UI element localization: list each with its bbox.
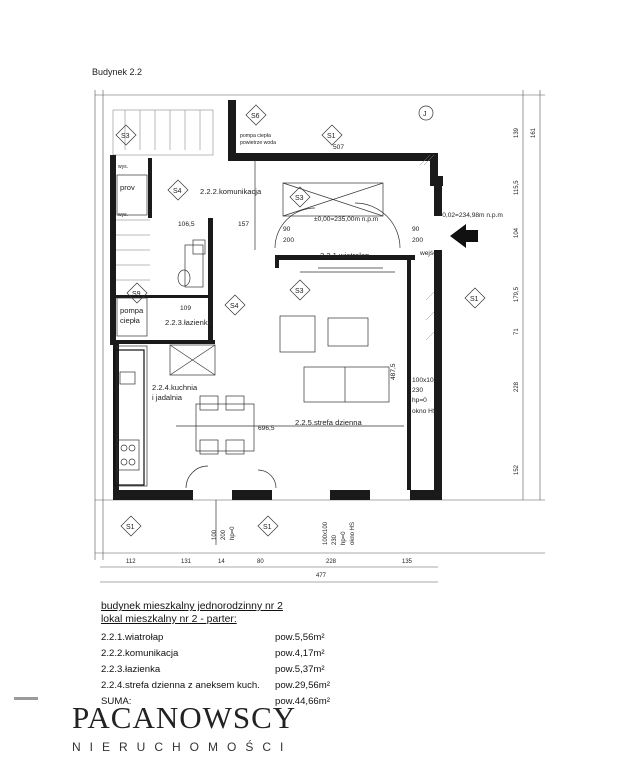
okno1-3: hp=0 bbox=[412, 397, 427, 404]
logo-subtitle: NIERUCHOMOŚCI bbox=[72, 740, 293, 754]
door-w2: 90 bbox=[412, 226, 420, 233]
legend-row-area: pow.29,56m² bbox=[275, 680, 330, 691]
bw-w2: 230 bbox=[332, 534, 338, 545]
legend-row-area: pow.44,66m² bbox=[275, 696, 330, 707]
bw-d2: 200 bbox=[221, 529, 227, 540]
legend-row-name: 2.2.4.strefa dzienna z aneksem kuch. bbox=[101, 680, 260, 691]
dim-4875: 487,5 bbox=[390, 363, 397, 380]
legend-header-2: lokal mieszkalny nr 2 - parter: bbox=[101, 614, 237, 625]
legend-row: 2.2.1.wiatrołap pow.5,56m² bbox=[101, 630, 401, 646]
room-label-ciepla: ciepła bbox=[120, 316, 141, 325]
room-label-pompa: pompa bbox=[120, 306, 144, 315]
walls bbox=[110, 100, 443, 500]
legend-row: SUMA: pow.44,66m² bbox=[101, 694, 401, 710]
rdim-228: 228 bbox=[514, 381, 520, 392]
logo-building-icon bbox=[14, 697, 38, 700]
dim-1065: 106,5 bbox=[178, 221, 195, 228]
bw-w1: 100x100 bbox=[323, 521, 329, 545]
legend-header-1: budynek mieszkalny jednorodzinny nr 2 bbox=[101, 601, 283, 612]
bdim-80: 80 bbox=[257, 559, 264, 565]
level-main: ±0,00=235,00m n.p.m bbox=[314, 216, 379, 223]
symbol-s3-b: S3 bbox=[295, 195, 304, 202]
legend-row-area: pow.5,56m² bbox=[275, 632, 325, 643]
symbol-s1-a: S1 bbox=[327, 133, 336, 140]
bottom-window-labels: 100 200 hp=0 100x100 230 hp=0 okno HS bbox=[212, 521, 356, 545]
room-label-prov: prov bbox=[120, 183, 135, 192]
rdim-71: 71 bbox=[514, 328, 520, 335]
door-w1: 90 bbox=[283, 226, 291, 233]
dim-6965: 696,5 bbox=[258, 425, 275, 432]
dim-109: 109 bbox=[180, 305, 191, 312]
bdim-477: 477 bbox=[316, 573, 327, 579]
okno1-1: 100x100 bbox=[412, 377, 438, 384]
symbol-s1-d: S1 bbox=[263, 524, 272, 531]
annotations: pompa ciepła powietrze woda ±0,00=235,00… bbox=[118, 133, 503, 432]
level-entry: -0,02=234,98m n.p.m bbox=[440, 212, 503, 219]
bw-d1: 100 bbox=[212, 529, 218, 540]
symbol-s9: S9 bbox=[132, 291, 141, 298]
symbol-s1-c: S1 bbox=[126, 524, 135, 531]
okno1-4: okno HS bbox=[412, 408, 438, 415]
room-label-kuchnia: 2.2.4.kuchnia bbox=[152, 383, 198, 392]
room-label-jadalnia: i jadalnia bbox=[152, 393, 183, 402]
bw-d3: hp=0 bbox=[230, 526, 236, 540]
symbol-s4-a: S4 bbox=[173, 188, 182, 195]
area-legend: budynek mieszkalny jednorodzinny nr 2 lo… bbox=[101, 600, 401, 710]
stair-area bbox=[112, 109, 214, 281]
bottom-dim-lines bbox=[100, 566, 438, 583]
legend-row-name: 2.2.2.komunikacja bbox=[101, 648, 179, 659]
bw-w4: okno HS bbox=[350, 522, 356, 545]
rdim-104: 104 bbox=[514, 227, 520, 238]
bdim-14: 14 bbox=[218, 559, 225, 565]
rdim-1795: 179,5 bbox=[514, 286, 520, 302]
wys-2: wys. bbox=[118, 212, 128, 218]
bdim-135: 135 bbox=[402, 559, 413, 565]
room-label-lazienka: 2.2.3.łazienka bbox=[165, 318, 213, 327]
legend-row-area: pow.4,17m² bbox=[275, 648, 325, 659]
bottom-dimensions: 112 131 14 80 228 135 477 bbox=[126, 559, 413, 579]
legend-row-name: SUMA: bbox=[101, 696, 132, 707]
interior-lines bbox=[113, 160, 404, 545]
symbol-s4-b: S4 bbox=[230, 303, 239, 310]
rdim-152: 152 bbox=[514, 464, 520, 475]
room-label-komunikacja: 2.2.2.komunikacja bbox=[200, 187, 262, 196]
okno1-2: 230 bbox=[412, 387, 423, 394]
legend-row-name: 2.2.1.wiatrołap bbox=[101, 632, 164, 643]
dim-507: 507 bbox=[333, 144, 344, 151]
circle-marker-j: J bbox=[423, 111, 427, 118]
symbol-s1-b: S1 bbox=[470, 296, 479, 303]
rdim-161: 161 bbox=[531, 127, 537, 138]
dim-157: 157 bbox=[238, 221, 249, 228]
bdim-112: 112 bbox=[126, 559, 136, 565]
door-h2: 200 bbox=[412, 237, 423, 244]
floor-plan: Budynek 2.2 bbox=[14, 67, 545, 700]
pompa-note-2: powietrze woda bbox=[240, 140, 276, 146]
symbol-s3-a: S3 bbox=[121, 133, 130, 140]
legend-row-name: 2.2.3.łazienka bbox=[101, 664, 161, 675]
right-dimensions: 139 161 115,5 104 179,5 71 228 152 bbox=[514, 127, 537, 475]
wys-1: wys. bbox=[118, 164, 128, 170]
room-label-wiatrolap: 2.2.1.wiatrołap bbox=[320, 251, 369, 260]
rdim-139: 139 bbox=[514, 127, 520, 138]
bw-w3: hp=0 bbox=[341, 531, 347, 545]
entry-arrow-icon bbox=[450, 224, 478, 248]
pompa-note-1: pompa ciepła bbox=[240, 133, 271, 139]
bdim-228: 228 bbox=[326, 559, 337, 565]
room-label-strefa: 2.2.5.strefa dzienna bbox=[295, 418, 362, 427]
room-labels: 2.2.2.komunikacja 2.2.1.wiatrołap 2.2.3.… bbox=[120, 183, 369, 427]
bdim-131: 131 bbox=[181, 559, 192, 565]
legend-row: 2.2.2.komunikacja pow.4,17m² bbox=[101, 646, 401, 662]
symbol-s3-c: S3 bbox=[295, 288, 304, 295]
legend-row: 2.2.3.łazienka pow.5,37m² bbox=[101, 662, 401, 678]
entry-label: wejście bbox=[419, 250, 442, 257]
symbol-s6: S6 bbox=[251, 113, 260, 120]
door-h1: 200 bbox=[283, 237, 294, 244]
symbol-markers: S3 S6 S1 S4 S3 S3 S1 S4 S9 S1 S1 J bbox=[115, 104, 486, 537]
rdim-1155: 115,5 bbox=[514, 180, 520, 195]
legend-row: 2.2.4.strefa dzienna z aneksem kuch. pow… bbox=[101, 678, 401, 694]
building-title: Budynek 2.2 bbox=[92, 67, 142, 77]
legend-row-area: pow.5,37m² bbox=[275, 664, 325, 675]
wall-hatch bbox=[419, 154, 435, 341]
logo-name: PACANOWSCY bbox=[72, 700, 297, 735]
